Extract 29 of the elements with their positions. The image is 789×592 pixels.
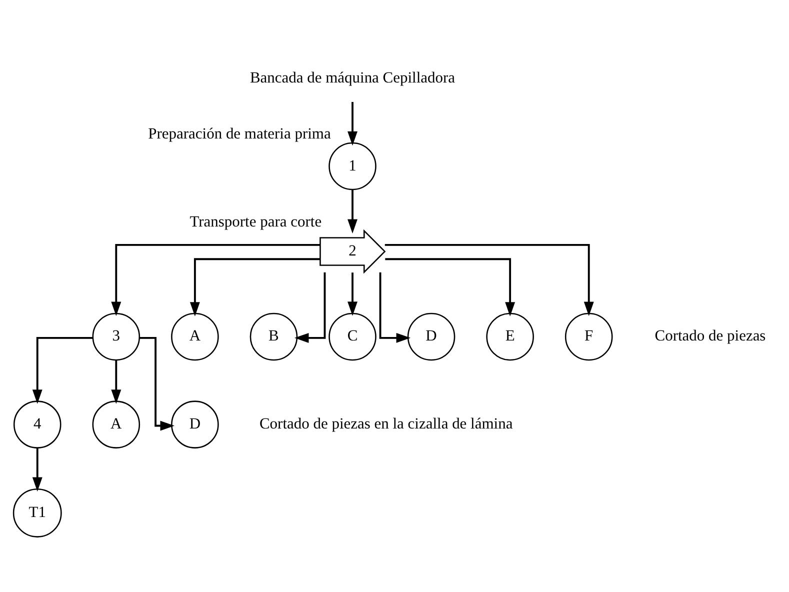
node-label: Preparación de materia prima	[148, 126, 331, 143]
arrow	[348, 190, 358, 234]
node-circle: E	[486, 312, 534, 361]
node-circle: F	[564, 312, 613, 361]
node-circle: B	[250, 312, 298, 361]
arrow	[348, 272, 358, 316]
node-circle: 3	[92, 312, 140, 361]
arrow	[190, 258, 320, 316]
node-circle: T1	[12, 488, 62, 538]
node-circle: A	[171, 312, 219, 361]
node-circle: A	[92, 400, 140, 448]
arrow	[32, 336, 93, 404]
node-label: Transporte para corte	[190, 213, 322, 230]
arrow	[294, 272, 326, 343]
arrow	[111, 244, 320, 316]
node-circle: D	[407, 312, 456, 361]
arrow	[385, 258, 516, 316]
arrow	[111, 360, 122, 404]
arrow	[384, 244, 594, 316]
node-circle: 4	[13, 400, 62, 448]
node-text: Bancada de máquina Cepilladora	[250, 69, 456, 86]
node-circle: D	[171, 400, 219, 448]
node-circle: 1	[328, 142, 376, 190]
node-circle: C	[328, 312, 376, 361]
label: Cortado de piezas	[654, 328, 766, 345]
label: Cortado de piezas en la cizalla de lámina	[259, 416, 513, 433]
arrow	[379, 272, 410, 343]
arrow	[348, 102, 358, 146]
arrow	[32, 448, 42, 492]
